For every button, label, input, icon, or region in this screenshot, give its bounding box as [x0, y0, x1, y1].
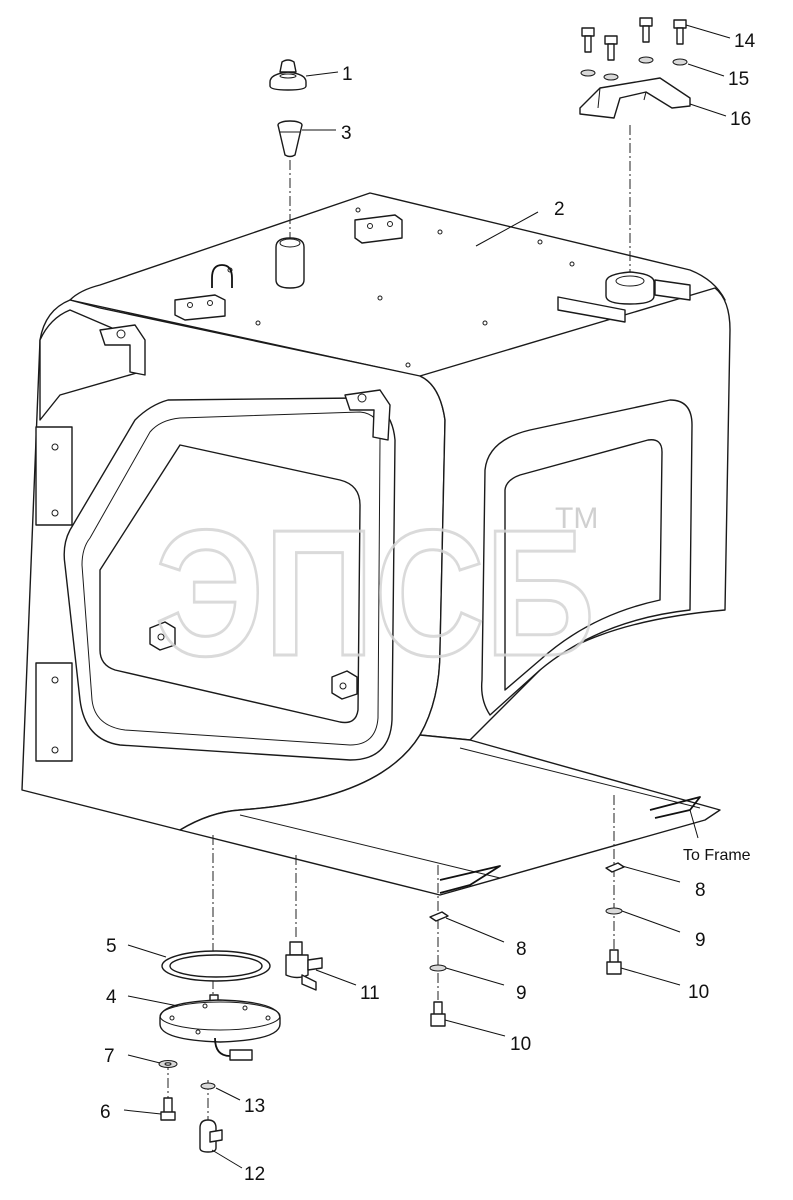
callout-7: 7 — [104, 1046, 115, 1067]
lifting-eye — [211, 264, 233, 288]
part-12-drain-valve — [199, 1119, 223, 1153]
part-9-washer-right — [605, 907, 623, 915]
callout-1: 1 — [342, 64, 353, 85]
mounting-pad-lower — [35, 662, 73, 762]
top-pad-back — [354, 214, 403, 244]
callout-9-right: 9 — [695, 930, 706, 951]
watermark-text: ЭПСБ — [155, 493, 595, 694]
callout-4: 4 — [106, 987, 117, 1008]
right-recess-inner — [504, 439, 663, 691]
part-10-bolt-right — [606, 949, 622, 975]
part-7-washer — [158, 1060, 178, 1068]
part-4-sender-plate — [159, 994, 281, 1061]
recess-block-lower — [331, 670, 358, 700]
front-recess-inner — [99, 444, 361, 724]
fuel-tank-body — [21, 192, 731, 896]
callout-16: 16 — [730, 109, 751, 130]
callout-3: 3 — [341, 123, 352, 144]
part-8-clip-middle — [429, 911, 449, 922]
corner-bracket-front — [344, 389, 391, 441]
watermark: ЭПСБ TM — [154, 492, 599, 696]
callout-15: 15 — [728, 69, 749, 90]
tank-bottom-flange — [179, 734, 721, 896]
fill-neck — [275, 237, 305, 289]
part-13-washer — [200, 1082, 216, 1090]
top-pad-front — [174, 294, 226, 321]
part-9-washer-middle — [429, 964, 447, 972]
part-6-bolt — [160, 1097, 176, 1121]
part-3-strainer — [277, 120, 303, 158]
part-8-clip-right — [605, 862, 625, 873]
callout-2: 2 — [554, 199, 565, 220]
top-rail-right — [557, 296, 626, 323]
callout-8-right: 8 — [695, 880, 706, 901]
callout-12: 12 — [244, 1164, 265, 1185]
part-5-gasket — [161, 950, 271, 982]
callout-6: 6 — [100, 1102, 111, 1123]
recess-block-upper — [149, 621, 176, 651]
part-10-bolt-middle — [430, 1001, 446, 1027]
watermark-tm: TM — [555, 502, 598, 535]
part-1-cap — [269, 59, 307, 91]
callout-5: 5 — [106, 936, 117, 957]
part-11-valve — [285, 941, 323, 991]
leader-lines — [123, 24, 731, 1169]
callout-10-right: 10 — [688, 982, 709, 1003]
mounting-pad-upper — [35, 426, 73, 526]
callout-13: 13 — [244, 1096, 265, 1117]
callout-9-middle: 9 — [516, 983, 527, 1004]
callout-10-middle: 10 — [510, 1034, 531, 1055]
to-frame-note: To Frame — [683, 847, 751, 864]
callout-14: 14 — [734, 31, 756, 52]
sender-mount — [605, 271, 655, 305]
top-bracket-right — [654, 279, 691, 301]
part-14-bolts — [581, 17, 687, 61]
part-15-washers — [580, 56, 688, 81]
corner-bracket-left — [99, 324, 146, 376]
callout-11: 11 — [360, 983, 380, 1004]
part-16-bracket — [579, 77, 691, 119]
callout-labels: 1 3 2 14 15 16 5 4 7 6 13 12 11 8 9 10 8… — [100, 31, 756, 1185]
callout-8-middle: 8 — [516, 939, 527, 960]
